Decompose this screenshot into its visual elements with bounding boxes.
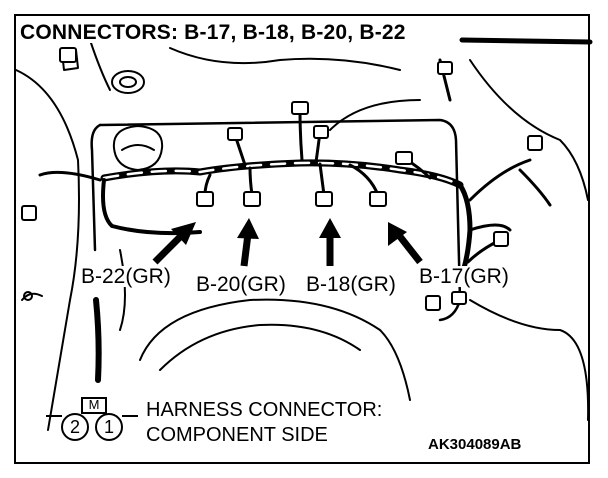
legend-pin-m: M — [88, 397, 100, 412]
legend-connector-symbol — [46, 397, 138, 441]
main-harness — [100, 159, 464, 189]
lower-block-inner — [159, 323, 361, 371]
mid-curve — [329, 99, 421, 131]
connector-label-b20: B-20(GR) — [195, 273, 287, 296]
document-id: AK304089AB — [428, 436, 522, 453]
left-lower-curve — [119, 249, 126, 331]
legend-line-1: HARNESS CONNECTOR: — [146, 399, 383, 421]
engine-contour-right — [469, 59, 589, 201]
connector-label-b17: B-17(GR) — [418, 265, 510, 288]
lower-block — [139, 298, 411, 401]
connector-b22-block — [196, 191, 214, 207]
arrow-b17 — [395, 231, 423, 265]
legend-pin-1: 1 — [103, 417, 114, 437]
legend-line-2: COMPONENT SIDE — [146, 424, 328, 446]
connector-label-b22: B-22(GR) — [80, 265, 172, 288]
arrow-b20 — [240, 233, 252, 267]
engine-contour-left — [15, 69, 80, 431]
engine-contour-top — [169, 47, 401, 71]
cover-outline — [98, 118, 462, 322]
diagram-title: CONNECTORS: B-17, B-18, B-20, B-22 — [20, 22, 410, 43]
connector-b20-block — [243, 191, 261, 207]
grommet — [111, 70, 145, 94]
oil-cap — [112, 125, 164, 171]
connector-label-b18: B-18(GR) — [305, 273, 397, 296]
arrow-b22 — [152, 231, 186, 265]
connector-b17-block — [369, 191, 387, 207]
connector-b18-block — [315, 191, 333, 207]
right-bracket — [469, 299, 590, 421]
legend-pin-2: 2 — [69, 417, 80, 437]
left-harness — [101, 178, 202, 236]
